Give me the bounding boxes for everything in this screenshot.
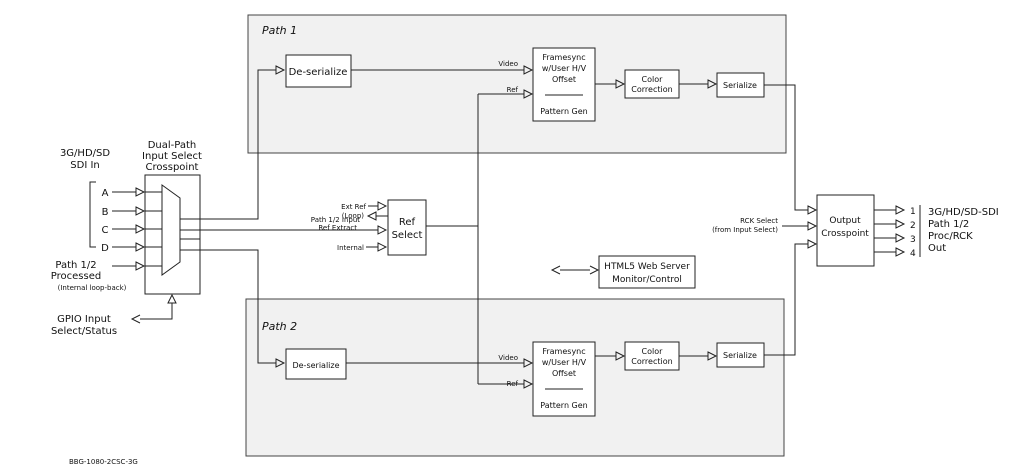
path2-serialize-box xyxy=(716,342,765,368)
path1-color-line2: Correction xyxy=(631,85,672,94)
rck-select-line1: RCK Select xyxy=(740,217,778,225)
gpio-label-line2: Select/Status xyxy=(51,326,117,337)
svg-text:4: 4 xyxy=(910,249,916,259)
output-port-1: 1 xyxy=(874,205,916,217)
input-b: B xyxy=(102,206,146,218)
gpio-label-line1: GPIO Input xyxy=(57,314,111,325)
path2-deserialize-box xyxy=(285,348,347,380)
path2-pattern-gen: Pattern Gen xyxy=(540,401,588,410)
output-port-2: 2 xyxy=(874,219,916,231)
processed-note: (Internal loop-back) xyxy=(58,284,127,292)
path2-framesync-box xyxy=(532,341,596,417)
loop-label: (Loop) xyxy=(342,212,365,220)
svg-text:2: 2 xyxy=(910,221,916,231)
path1-pattern-gen: Pattern Gen xyxy=(540,107,588,116)
input-a: A xyxy=(102,187,146,199)
crosspoint-title-line3: Crosspoint xyxy=(146,162,199,173)
path2-serialize-label: Serialize xyxy=(723,351,757,360)
output-label-line1: 3G/HD/SD-SDI xyxy=(928,207,999,218)
path2-color-line1: Color xyxy=(642,347,664,356)
path1-serialize-label: Serialize xyxy=(723,81,757,90)
path2-framesync-line2: w/User H/V xyxy=(542,358,587,367)
path2-color-line2: Correction xyxy=(631,357,672,366)
path2-label: Path 2 xyxy=(262,320,297,333)
output-label-line2: Path 1/2 xyxy=(928,219,969,230)
crosspoint-box xyxy=(144,174,201,295)
sdi-in-title-line2: SDI In xyxy=(70,160,99,171)
ext-ref-label: Ext Ref xyxy=(341,203,366,211)
path1-framesync-box xyxy=(532,47,596,122)
path1-framesync-line3: Offset xyxy=(552,75,576,84)
output-port-3: 3 xyxy=(874,233,916,245)
html5-server-line1: HTML5 Web Server xyxy=(604,262,690,272)
path1-deserialize-box xyxy=(285,54,352,88)
ref-extract-line2: Ref Extract xyxy=(318,224,357,232)
path2-video-label: Video xyxy=(498,354,518,362)
output-label-line4: Out xyxy=(928,243,946,254)
mux-shape xyxy=(161,184,181,276)
crosspoint-title-line2: Input Select xyxy=(142,151,202,162)
path2-ref-label: Ref xyxy=(507,380,519,388)
path1-framesync-line1: Framesync xyxy=(542,53,585,62)
path2-deserialize-label: De-serialize xyxy=(292,361,339,370)
path2-framesync-line3: Offset xyxy=(552,369,576,378)
input-c: C xyxy=(102,224,146,236)
rck-select-line2: (from Input Select) xyxy=(712,226,778,234)
path1-video-label: Video xyxy=(498,60,518,68)
path1-color-line1: Color xyxy=(642,75,664,84)
ref-select-box xyxy=(387,199,427,256)
ref-select-line1: Ref xyxy=(399,217,416,228)
path1-label: Path 1 xyxy=(262,24,297,37)
svg-text:C: C xyxy=(102,225,109,236)
ref-extract-line1: Path 1/2 Input xyxy=(311,216,360,224)
path1-ref-label: Ref xyxy=(507,86,519,94)
path2-framesync-line1: Framesync xyxy=(542,347,585,356)
svg-text:B: B xyxy=(102,207,109,218)
output-label-line3: Proc/RCK xyxy=(928,231,973,242)
ref-select-line2: Select xyxy=(392,230,423,241)
footer-code: BBG-1080-2CSC-3G xyxy=(69,458,138,466)
html5-server-line2: Monitor/Control xyxy=(612,275,682,285)
path1-serialize-box xyxy=(716,72,765,98)
svg-text:3: 3 xyxy=(910,235,916,245)
path1-framesync-line2: w/User H/V xyxy=(542,64,587,73)
html5-server-box xyxy=(598,255,696,289)
sdi-in-title-line1: 3G/HD/SD xyxy=(60,148,110,159)
svg-text:D: D xyxy=(101,243,109,254)
input-d: D xyxy=(101,242,146,254)
internal-label: Internal xyxy=(337,244,364,252)
processed-label-line2: Processed xyxy=(51,271,101,282)
output-crosspoint-line2: Crosspoint xyxy=(821,229,869,239)
svg-text:1: 1 xyxy=(910,207,916,217)
path1-deserialize-label: De-serialize xyxy=(289,67,348,78)
svg-text:A: A xyxy=(102,188,109,199)
processed-label-line1: Path 1/2 xyxy=(55,260,96,271)
output-crosspoint-line1: Output xyxy=(829,216,861,226)
crosspoint-title-line1: Dual-Path xyxy=(148,140,197,151)
output-crosspoint-box xyxy=(816,194,875,267)
output-port-4: 4 xyxy=(874,247,916,259)
